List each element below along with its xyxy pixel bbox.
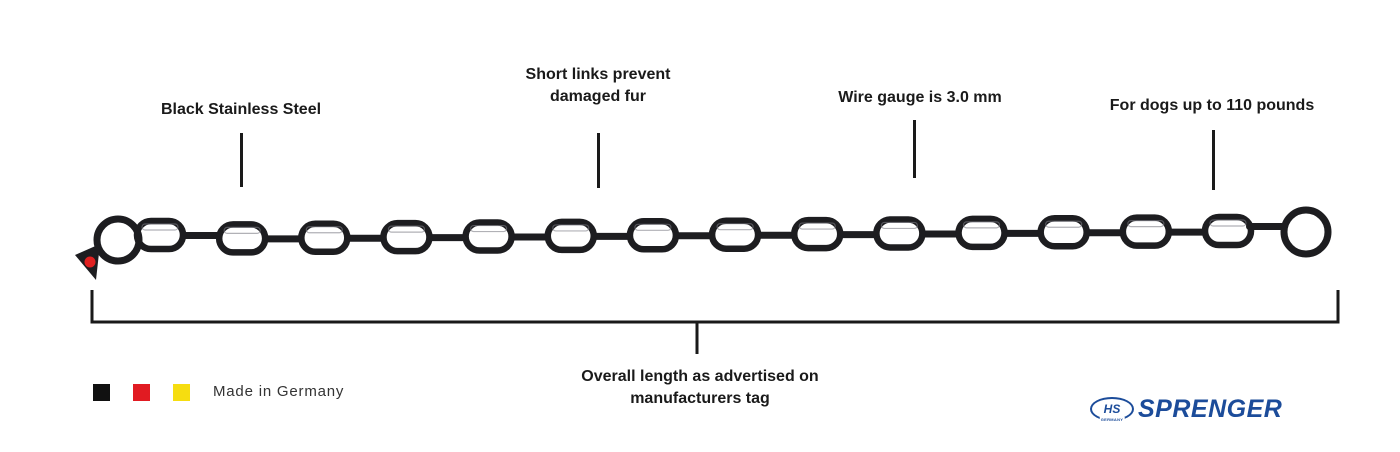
hs-badge-text: HS	[1103, 402, 1121, 416]
chain-link	[1119, 214, 1173, 249]
length-label-line1: Overall length as advertised on	[581, 368, 819, 385]
chain-link-highlight	[798, 222, 836, 230]
chain-link	[133, 217, 187, 253]
chain-connector-link	[755, 231, 798, 239]
made-in-label: Made in Germany	[213, 383, 345, 400]
chain-connector-link	[508, 233, 551, 241]
callout-wire-gauge: Wire gauge is 3.0 mm	[838, 89, 1002, 106]
callout-short-links: Short links prevent damaged fur	[526, 64, 671, 108]
leader-material	[240, 133, 243, 187]
chain-connector-link	[1165, 228, 1208, 236]
chain-tag-logo-icon	[84, 256, 96, 268]
chain-connector-link	[344, 234, 387, 242]
chain-links	[75, 206, 1332, 280]
chain-connector-link	[262, 235, 305, 243]
chain-connector-link	[1246, 223, 1286, 230]
leader-short-links	[597, 133, 600, 188]
leader-wire-gauge	[913, 120, 916, 178]
chain-link	[1037, 214, 1090, 250]
length-label: Overall length as advertised on manufact…	[581, 366, 818, 410]
chain-link	[708, 217, 762, 252]
chain-link-highlight	[305, 226, 343, 234]
chain-link	[380, 219, 433, 255]
chain-link-highlight	[634, 223, 672, 231]
hs-badge-sub: GERMANY	[1099, 417, 1125, 422]
callout-dogs: For dogs up to 110 pounds	[1109, 97, 1315, 114]
chain-link-highlight	[1209, 219, 1247, 227]
flag-black-square	[93, 384, 110, 401]
chain-link	[462, 219, 515, 254]
leader-dogs	[1212, 130, 1215, 190]
chain-link-highlight	[1127, 220, 1165, 228]
chain-link-highlight	[880, 221, 918, 230]
chain-link-highlight	[962, 221, 1001, 229]
chain-ring-right	[1280, 206, 1332, 258]
chain-link-highlight	[1045, 220, 1083, 228]
brand-name: SPRENGER	[1138, 394, 1283, 423]
chain-link	[544, 218, 598, 254]
flag-yellow-square	[173, 384, 190, 401]
callout-short-links-line1: Short links prevent	[525, 66, 671, 83]
chain-connector-link	[837, 231, 880, 239]
chain-link-highlight	[141, 223, 179, 231]
chain-connector-link	[1001, 229, 1044, 237]
chain-link	[1201, 213, 1255, 249]
chain-link	[873, 216, 926, 251]
chain-link	[626, 218, 680, 253]
hs-badge-icon: HS GERMANY	[1090, 397, 1134, 422]
length-bracket	[90, 290, 1340, 354]
chain-connector-link	[919, 230, 962, 238]
flag-red-square	[133, 384, 150, 401]
chain-ring-left	[93, 215, 143, 265]
chain-link-highlight	[470, 224, 508, 233]
chain-link-highlight	[716, 223, 754, 231]
chain-link	[955, 215, 1008, 251]
chain-connector-link	[590, 232, 633, 240]
chain-connector-link	[426, 234, 469, 242]
length-label-line2: manufacturers tag	[630, 390, 770, 407]
chain-connector-link	[1083, 229, 1126, 237]
chain-link-highlight	[387, 225, 426, 233]
chain-link	[215, 221, 269, 256]
chain-connector-link	[672, 232, 716, 240]
chain-link	[790, 216, 844, 252]
callout-material: Black Stainless Steel	[160, 101, 322, 118]
sprenger-logo: HS GERMANY SPRENGER	[1090, 394, 1282, 424]
callout-short-links-line2: damaged fur	[549, 88, 647, 105]
chain-link	[298, 220, 351, 256]
chain-connector-link	[180, 232, 223, 239]
chain-link-highlight	[223, 226, 261, 234]
chain-link-highlight	[552, 224, 590, 232]
